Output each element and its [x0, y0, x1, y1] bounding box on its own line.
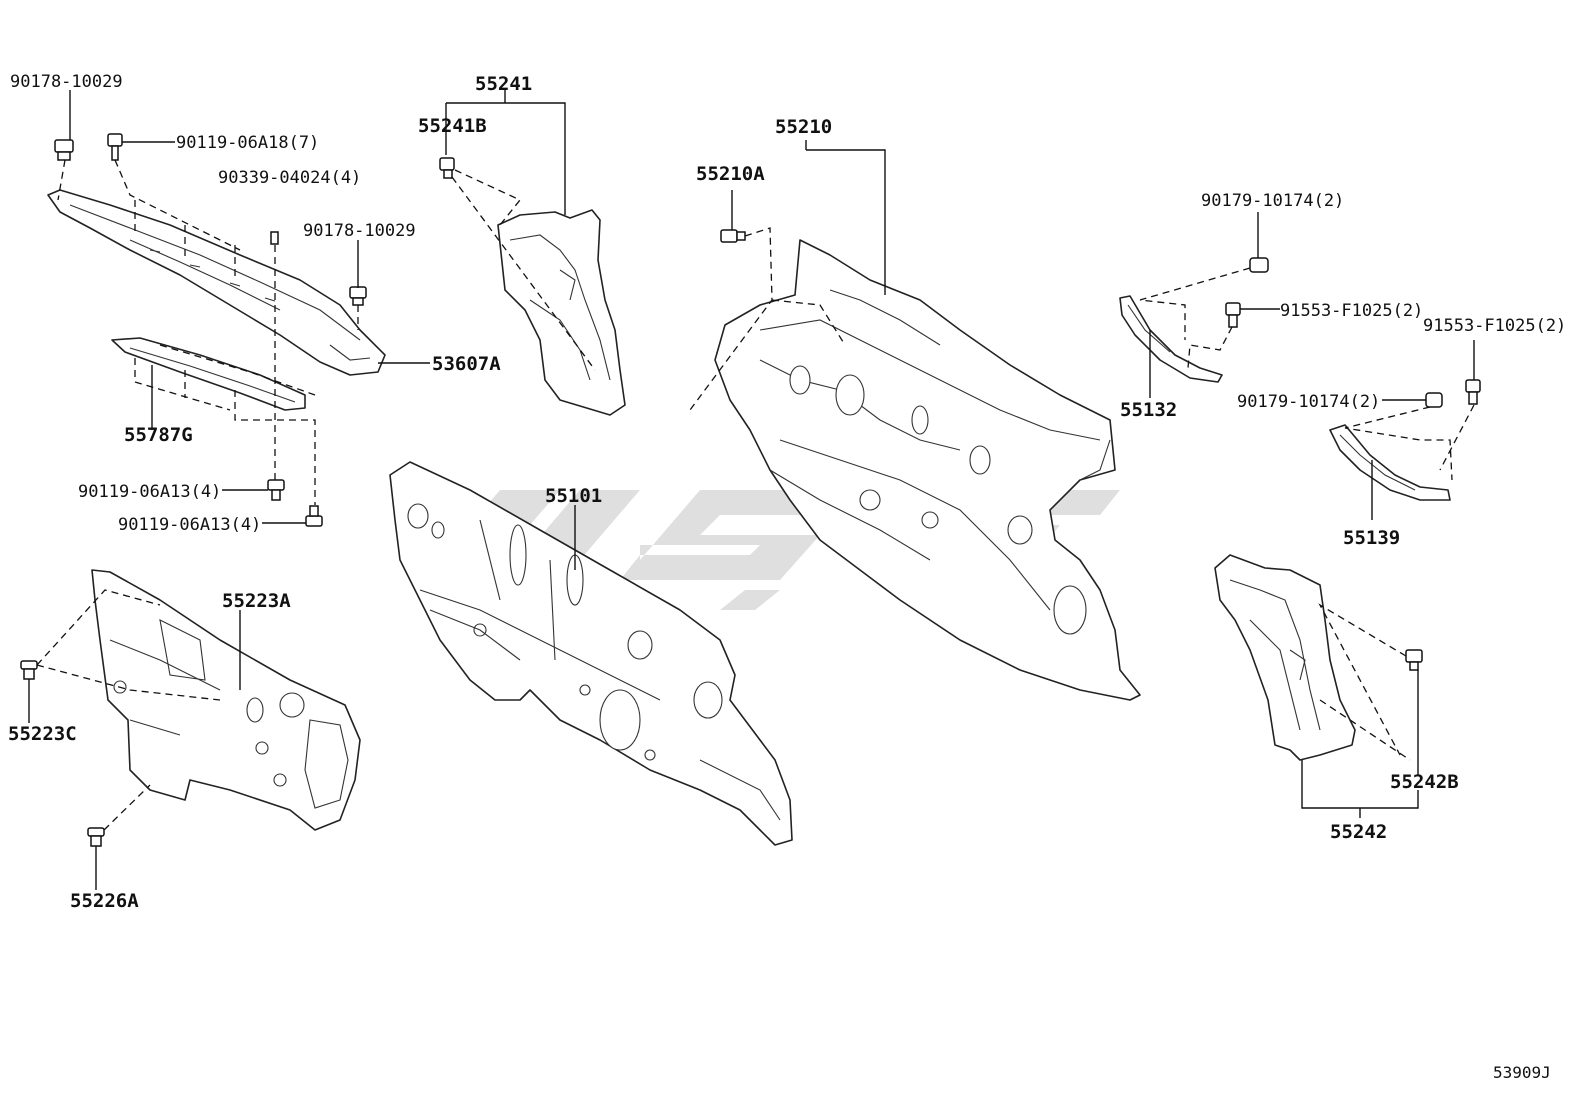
label-55139: 55139: [1343, 527, 1400, 549]
label-55101: 55101: [545, 485, 602, 507]
dash-panel-55101: [389, 461, 793, 846]
label-90119-06A13-a: 90119-06A13(4): [78, 482, 221, 502]
bracket-55787G: [111, 337, 306, 411]
label-55132: 55132: [1120, 399, 1177, 421]
label-55787G: 55787G: [124, 424, 193, 446]
label-90119-06A18: 90119-06A18(7): [176, 133, 319, 153]
bracket-55132: [1119, 295, 1223, 383]
label-55223C: 55223C: [8, 723, 77, 745]
label-55241: 55241: [475, 73, 532, 95]
clip-90339-04024: [270, 231, 279, 245]
bolt-90119-06A13-b: [305, 505, 323, 527]
label-53607A: 53607A: [432, 353, 501, 375]
clip-55241B: [439, 157, 455, 179]
diagram-id: 53909J: [1493, 1063, 1551, 1082]
clip-55226A: [87, 827, 105, 847]
nut-90179-10174-b: [1425, 392, 1443, 408]
clip-55242B: [1405, 649, 1423, 671]
label-90179-10174-b: 90179-10174(2): [1237, 392, 1380, 412]
label-90339-04024: 90339-04024(4): [218, 168, 361, 188]
bolt-91553-F1025-b: [1465, 379, 1481, 405]
nut-90179-10174-a: [1249, 257, 1269, 273]
label-90179-10174-a: 90179-10174(2): [1201, 191, 1344, 211]
nut-90178-10029-a: [54, 139, 74, 161]
insulator-55223A: [91, 569, 361, 831]
label-90119-06A13-b: 90119-06A13(4): [118, 515, 261, 535]
label-55210A: 55210A: [696, 163, 765, 185]
label-90178-10029-a: 90178-10029: [10, 72, 123, 92]
label-91553-F1025-b: 91553-F1025(2): [1423, 316, 1566, 336]
label-55242B: 55242B: [1390, 771, 1459, 793]
clip-55223C: [20, 660, 38, 680]
label-91553-F1025-a: 91553-F1025(2): [1280, 301, 1423, 321]
bracket-55139: [1329, 424, 1451, 501]
label-55242: 55242: [1330, 821, 1387, 843]
bolt-90119-06A18: [107, 133, 123, 161]
insulator-55242: [1214, 554, 1356, 761]
clip-55210A: [720, 229, 746, 243]
label-55210: 55210: [775, 116, 832, 138]
bolt-91553-F1025-a: [1225, 302, 1241, 328]
label-55223A: 55223A: [222, 590, 291, 612]
label-55226A: 55226A: [70, 890, 139, 912]
label-90178-10029-b: 90178-10029: [303, 221, 416, 241]
part-labels: 90178-10029 90119-06A18(7) 90339-04024(4…: [8, 72, 1566, 1082]
insulator-55241: [497, 209, 626, 416]
label-55241B: 55241B: [418, 115, 487, 137]
insulator-55210: [714, 239, 1141, 701]
cowl-panel-53607A: [47, 189, 386, 376]
bolt-90119-06A13-a: [267, 479, 285, 501]
nut-90178-10029-b: [349, 286, 367, 306]
